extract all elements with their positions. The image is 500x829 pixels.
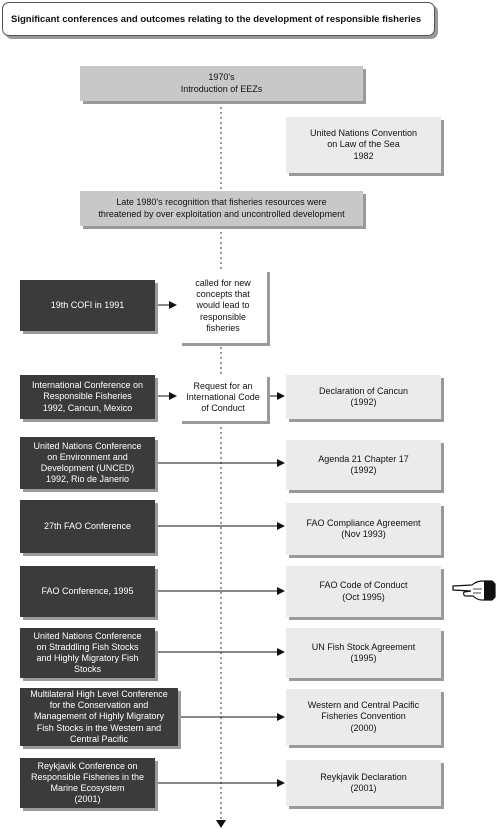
un-fish-stock-agreement-box: UN Fish Stock Agreement (1995): [286, 628, 441, 678]
wcp-conference-box: Multilateral High Level Conference for t…: [20, 688, 178, 746]
cancun-conference-box: International Conference on Responsible …: [20, 375, 155, 419]
agenda-21-box: Agenda 21 Chapter 17 (1992): [286, 440, 441, 490]
pointing-hand-icon: [452, 580, 496, 601]
new-concepts-box: called for new concepts that would lead …: [179, 269, 267, 343]
wcp-convention-box: Western and Central Pacific Fisheries Co…: [286, 689, 441, 745]
reykjavik-declaration-box: Reykjavik Declaration (2001): [286, 760, 441, 806]
code-request-box: Request for an International Code of Con…: [179, 374, 267, 421]
cofi-1991-box: 19th COFI in 1991: [20, 280, 155, 331]
compliance-agreement-box: FAO Compliance Agreement (Nov 1993): [286, 503, 441, 555]
page-title: Significant conferences and outcomes rel…: [2, 2, 435, 36]
straddling-stocks-conference-box: United Nations Conference on Straddling …: [20, 628, 155, 678]
fao-27th-conference-box: 27th FAO Conference: [20, 500, 155, 553]
timeline-end-arrow: [216, 820, 226, 828]
code-of-conduct-box: FAO Code of Conduct (Oct 1995): [286, 566, 441, 617]
declaration-cancun-box: Declaration of Cancun (1992): [286, 375, 441, 419]
unced-box: United Nations Conference on Environment…: [20, 437, 155, 489]
recognition-box: Late 1980's recognition that fisheries r…: [80, 191, 363, 226]
unclos-box: United Nations Convention on Law of the …: [286, 117, 441, 173]
fao-conference-1995-box: FAO Conference, 1995: [20, 566, 155, 617]
eez-introduction-box: 1970's Introduction of EEZs: [80, 66, 363, 101]
reykjavik-conference-box: Reykjavik Conference on Responsible Fish…: [20, 758, 155, 808]
